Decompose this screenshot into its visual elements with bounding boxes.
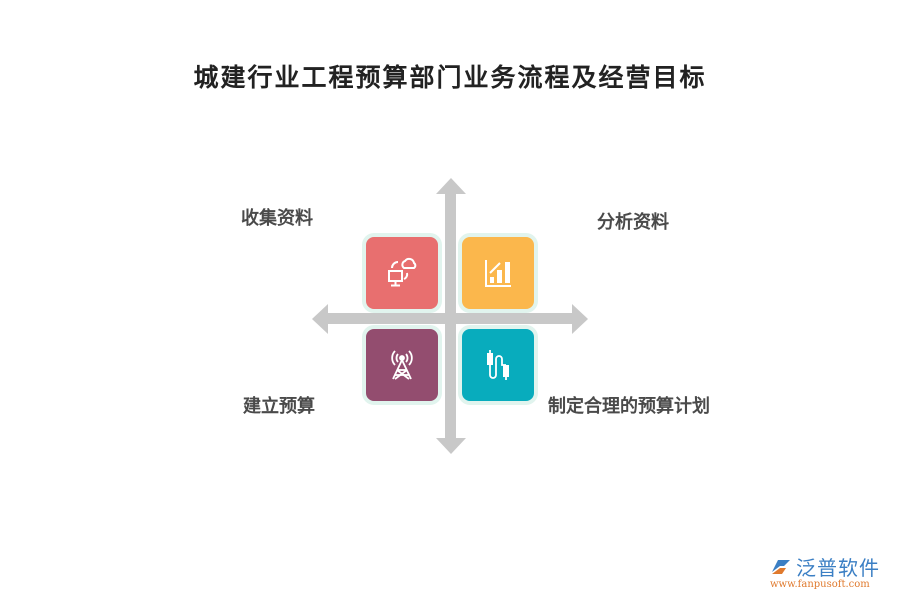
bar-chart-growth-icon [485, 260, 511, 287]
arrow-left-icon [312, 304, 328, 334]
label-analyze-data: 分析资料 [597, 212, 669, 233]
logo-url: www.fanpusoft.com [770, 579, 870, 590]
logo-name: 泛普软件 [796, 556, 880, 580]
signal-tower-icon [391, 350, 413, 380]
page-title: 城建行业工程预算部门业务流程及经营目标 [193, 63, 707, 92]
tile-collect-data [362, 233, 442, 313]
cloud-sync-computer-icon [388, 257, 417, 287]
tile-analyze-data [458, 233, 538, 313]
label-collect-data: 收集资料 [241, 208, 313, 229]
brand-logo: 泛普软件 www.fanpusoft.com [770, 552, 895, 590]
label-build-budget: 建立预算 [243, 396, 315, 417]
usb-cable-icon [487, 350, 509, 380]
arrow-up-icon [436, 178, 466, 194]
fanpu-logo-icon [772, 559, 790, 574]
tile-build-budget [362, 325, 442, 405]
label-budget-plan: 制定合理的预算计划 [548, 396, 710, 417]
horizontal-axis [326, 313, 574, 324]
arrow-down-icon [436, 438, 466, 454]
tile-budget-plan [458, 325, 538, 405]
arrow-right-icon [572, 304, 588, 334]
